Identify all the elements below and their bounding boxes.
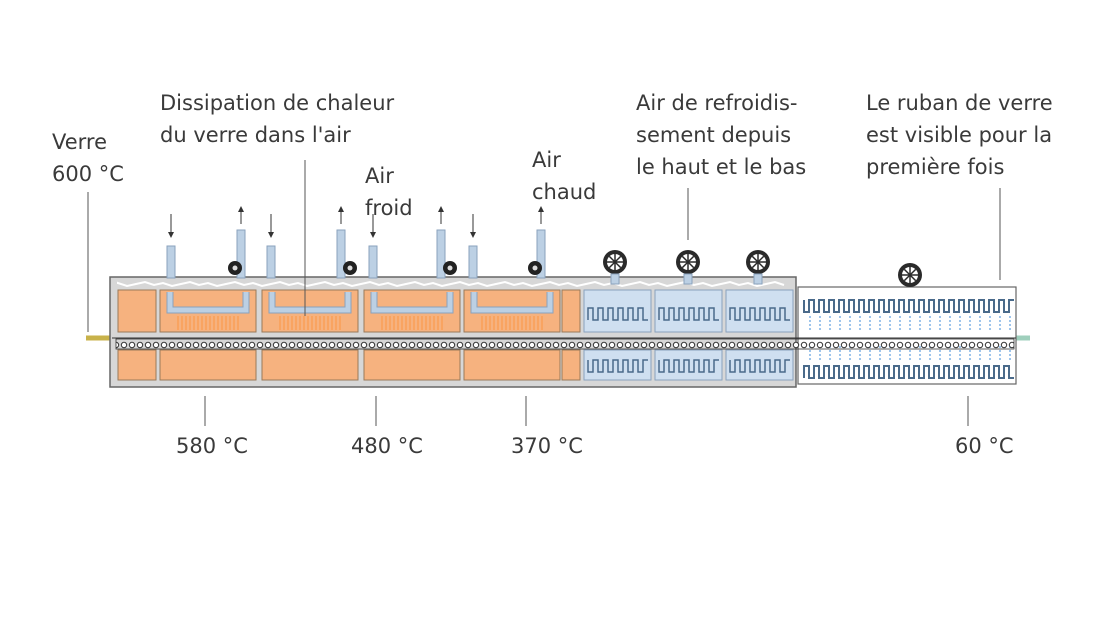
- blower-duct: [683, 273, 693, 285]
- brick-bottom: [117, 349, 157, 381]
- cooling-coil: [658, 359, 719, 373]
- arrow-down-icon: [370, 232, 376, 238]
- air-pipe: [436, 229, 446, 279]
- cooling-module-bottom: [725, 349, 794, 381]
- cooling-coil: [658, 307, 719, 321]
- air-pipe: [166, 245, 176, 279]
- temp-580: 580 °C: [176, 434, 248, 458]
- air-pipe: [536, 229, 546, 279]
- blower-blade: [757, 255, 765, 263]
- heat-exchanger-duct: [371, 292, 453, 313]
- arrow-down-icon: [268, 232, 274, 238]
- arrow-up-icon: [338, 206, 344, 212]
- label-air-chaud: Air chaud: [532, 144, 596, 208]
- blower-blade: [751, 261, 759, 269]
- label-air-froid-line-2: froid: [365, 196, 413, 220]
- brick-bottom: [463, 349, 561, 381]
- air-pipe: [368, 245, 378, 279]
- label-air-chaud-line-2: chaud: [532, 180, 597, 204]
- blower-blade: [608, 255, 616, 263]
- blower-duct: [610, 273, 620, 285]
- label-dissipation-line-2: du verre dans l'air: [160, 123, 351, 147]
- fan-hub: [532, 265, 538, 271]
- blower-blade: [687, 255, 695, 263]
- blower-blade: [903, 268, 911, 276]
- temp-60: 60 °C: [955, 434, 1014, 458]
- brick-top: [117, 289, 157, 333]
- brick-top: [561, 289, 581, 333]
- arrow-up-icon: [238, 206, 244, 212]
- arrow-up-icon: [538, 206, 544, 212]
- label-air-chaud-line-1: Air: [532, 148, 561, 172]
- cooling-coil: [587, 307, 648, 321]
- fan-hub: [347, 265, 353, 271]
- fan-hub: [447, 265, 453, 271]
- blower-blade: [681, 255, 689, 263]
- insulation-edge: [117, 280, 785, 288]
- label-refroidissement-line-2: sement depuis: [636, 123, 792, 147]
- label-ruban-line-3: première fois: [866, 155, 1005, 179]
- label-ruban-line-2: est visible pour la: [866, 123, 1053, 147]
- blower-blade: [687, 261, 695, 269]
- air-pipe: [336, 229, 346, 279]
- heat-exchanger-duct: [167, 292, 249, 313]
- cooling-module-bottom: [583, 349, 652, 381]
- blower-blade: [681, 261, 689, 269]
- blower-blade: [614, 261, 622, 269]
- cooling-coil: [729, 359, 790, 373]
- brick-bottom: [261, 349, 359, 381]
- blower-blade: [757, 261, 765, 269]
- cooling-coil: [587, 359, 648, 373]
- final-coil-top: [803, 299, 1014, 313]
- temp-370: 370 °C: [511, 434, 583, 458]
- blower-duct: [753, 273, 763, 285]
- arrow-up-icon: [438, 206, 444, 212]
- label-refroidissement: Air de refroidis- sement depuis le haut …: [636, 87, 806, 183]
- heat-exchanger-duct: [471, 292, 553, 313]
- roller-conveyor: [115, 338, 1015, 350]
- label-air-froid-line-1: Air: [365, 164, 394, 188]
- label-verre-line-2: 600 °C: [52, 162, 124, 186]
- label-air-froid: Air froid: [365, 160, 413, 224]
- air-pipe: [236, 229, 246, 279]
- brick-bottom: [561, 349, 581, 381]
- blower-blade: [903, 274, 911, 282]
- fan-hub: [232, 265, 238, 271]
- blower-blade: [751, 255, 759, 263]
- air-pipe: [468, 245, 478, 279]
- arrow-down-icon: [168, 232, 174, 238]
- air-pipe: [266, 245, 276, 279]
- brick-bottom: [363, 349, 461, 381]
- label-refroidissement-line-3: le haut et le bas: [636, 155, 807, 179]
- label-verre-line-1: Verre: [52, 130, 108, 154]
- label-refroidissement-line-1: Air de refroidis-: [636, 91, 798, 115]
- label-ruban: Le ruban de verre est visible pour la pr…: [866, 87, 1053, 183]
- label-verre: Verre 600 °C: [52, 126, 124, 190]
- brick-bottom: [159, 349, 257, 381]
- cooling-coil: [729, 307, 790, 321]
- arrow-down-icon: [470, 232, 476, 238]
- blower-blade: [614, 255, 622, 263]
- final-coil-bottom: [803, 365, 1014, 379]
- label-dissipation: Dissipation de chaleur du verre dans l'a…: [160, 87, 394, 151]
- blower-blade: [909, 268, 917, 276]
- label-ruban-line-1: Le ruban de verre: [866, 91, 1053, 115]
- label-dissipation-line-1: Dissipation de chaleur: [160, 91, 395, 115]
- blower-blade: [909, 274, 917, 282]
- heat-exchanger-duct: [269, 292, 351, 313]
- blower-blade: [608, 261, 616, 269]
- temp-480: 480 °C: [351, 434, 423, 458]
